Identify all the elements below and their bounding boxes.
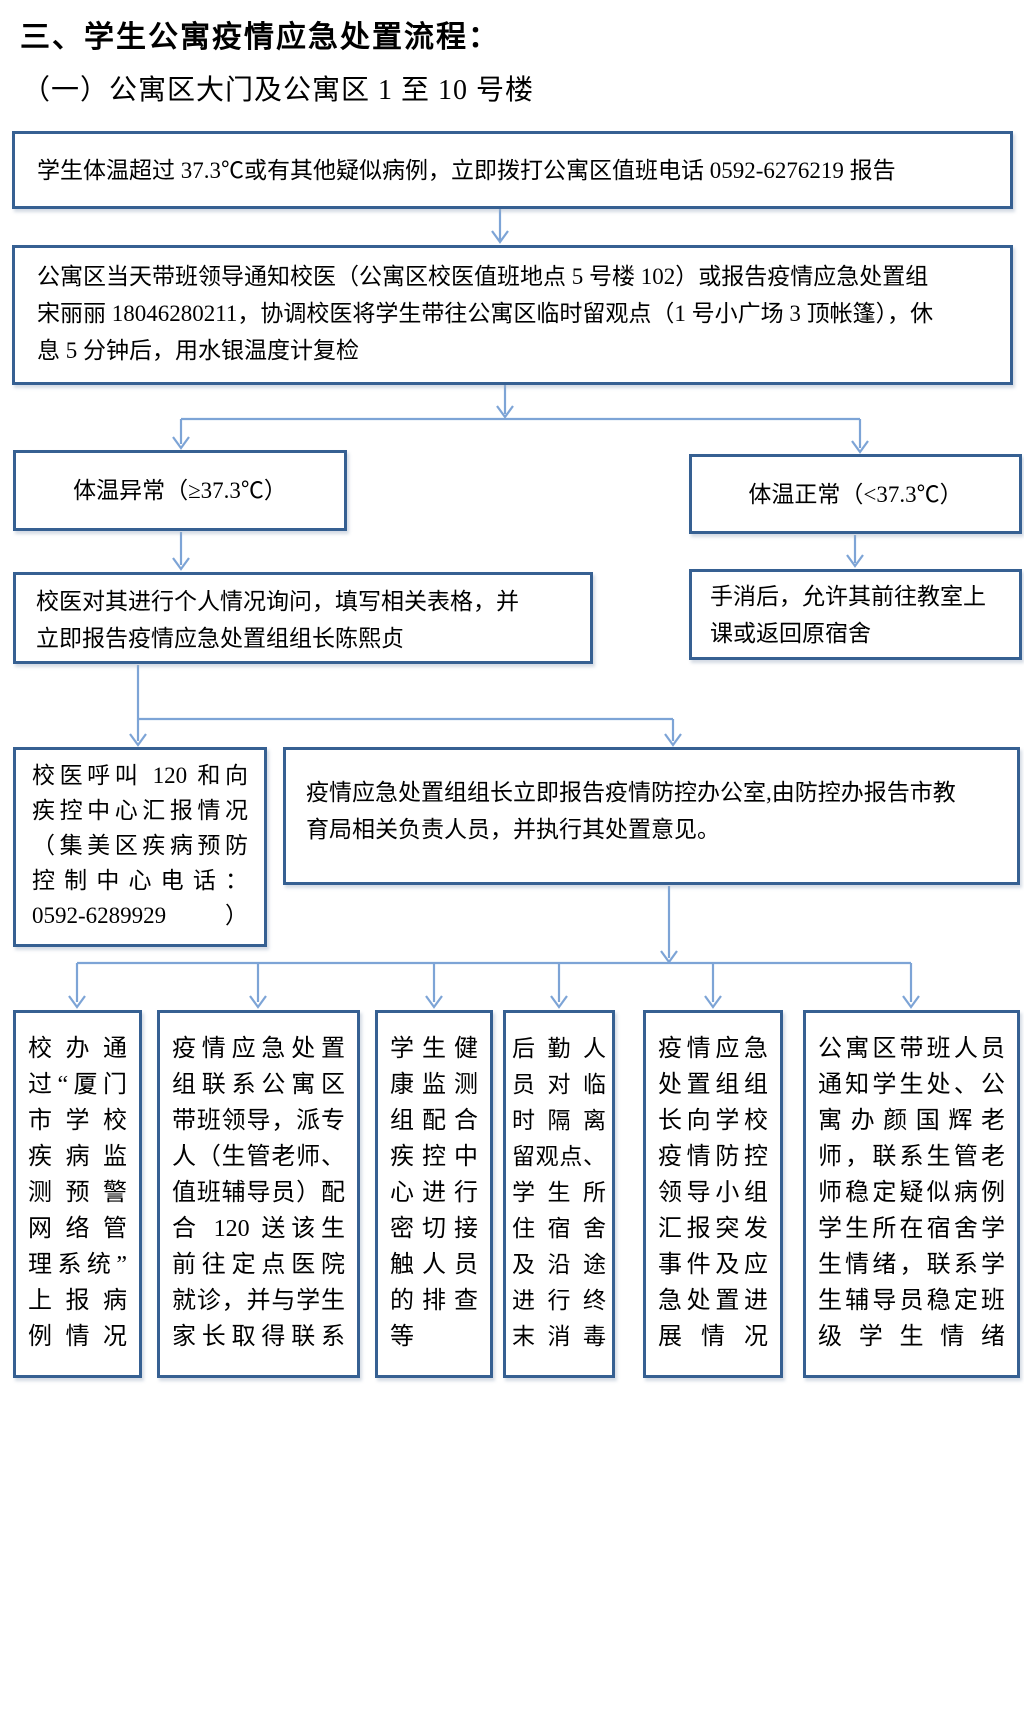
page-subtitle: （一）公寓区大门及公寓区 1 至 10 号楼 [22, 75, 535, 106]
connector-fanout-to-school-office [68, 963, 86, 1009]
flow-node-notify-doctor: 公寓区当天带班领导通知校医（公寓区校医值班地点 5 号楼 102）或报告疫情应急… [12, 245, 1013, 385]
flow-node-initial-report: 学生体温超过 37.3℃或有其他疑似病例，立即拨打公寓区值班电话 0592-62… [12, 131, 1013, 209]
connector-fanout-to-disinfect [550, 963, 568, 1009]
connector-abnormal-to-inquiry [172, 532, 190, 571]
connector-fanout-to-escort [249, 963, 267, 1009]
connector-split-to-normal [851, 419, 869, 454]
flow-node-temp-normal-text: 体温正常（<37.3℃） [748, 481, 963, 507]
connector-fanout-to-health-monitor [425, 963, 443, 1009]
flow-node-health-monitor: 学生健 康监测 组配合 疾控中 心进行 密切接 触人员 的排查 等 [375, 1010, 493, 1378]
connector-report-to-notify [491, 209, 509, 244]
connector-split2-to-leader [664, 719, 682, 747]
flow-node-counsel-students: 公寓区带班人员 通知学生处、公 寓办颜国辉老 师，联系生管老 师稳定疑似病例 学… [803, 1010, 1020, 1378]
connector-fanout-to-counsel [902, 963, 920, 1009]
flow-node-release-student: 手消后，允许其前往教室上 课或返回原宿舍 [689, 569, 1022, 660]
flow-node-doctor-inquiry: 校医对其进行个人情况询问，填写相关表格，并 立即报告疫情应急处置组组长陈熙贞 [13, 572, 593, 664]
flow-node-temp-abnormal: 体温异常（≥37.3℃） [13, 450, 347, 531]
flow-node-escort-hospital: 疫情应急处置 组联系公寓区 带班领导，派专 人（生管老师、 值班辅导员）配 合 … [157, 1010, 360, 1378]
connector-fanout-to-progress [704, 963, 722, 1009]
connector-normal-to-release [846, 535, 864, 568]
flow-node-disinfect: 后勤人 员对临 时隔离 留观点、 学生所 住宿舍 及沿途 进行终 末消毒 [503, 1010, 615, 1378]
page-title: 三、学生公寓疫情应急处置流程： [20, 21, 500, 54]
connector-leader-to-fanout [660, 886, 678, 964]
flow-node-school-office-report: 校办通 过“厦门 市学校 疾病监 测预警 网络管 理系统” 上报病 例情况 [13, 1010, 142, 1378]
flow-node-initial-report-text: 学生体温超过 37.3℃或有其他疑似病例，立即拨打公寓区值班电话 0592-62… [37, 157, 896, 183]
connector-split-to-abnormal [172, 419, 190, 450]
flow-node-call-120: 校医呼叫 120 和向 疾控中心汇报情况 （集美区疾病预防 控制中心电话： 05… [13, 747, 267, 947]
connector-notify-to-split [496, 385, 514, 419]
flow-node-leader-report: 疫情应急处置组组长立即报告疫情防控办公室,由防控办报告市教 育局相关负责人员，并… [283, 747, 1020, 885]
flow-node-temp-normal: 体温正常（<37.3℃） [689, 454, 1022, 534]
flow-node-temp-abnormal-text: 体温异常（≥37.3℃） [73, 478, 287, 503]
flow-node-progress-report: 疫情应急 处置组组 长向学校 疫情防控 领导小组 汇报突发 事件及应 急处置进 … [643, 1010, 783, 1378]
connector-inquiry-to-call120 [129, 665, 147, 747]
